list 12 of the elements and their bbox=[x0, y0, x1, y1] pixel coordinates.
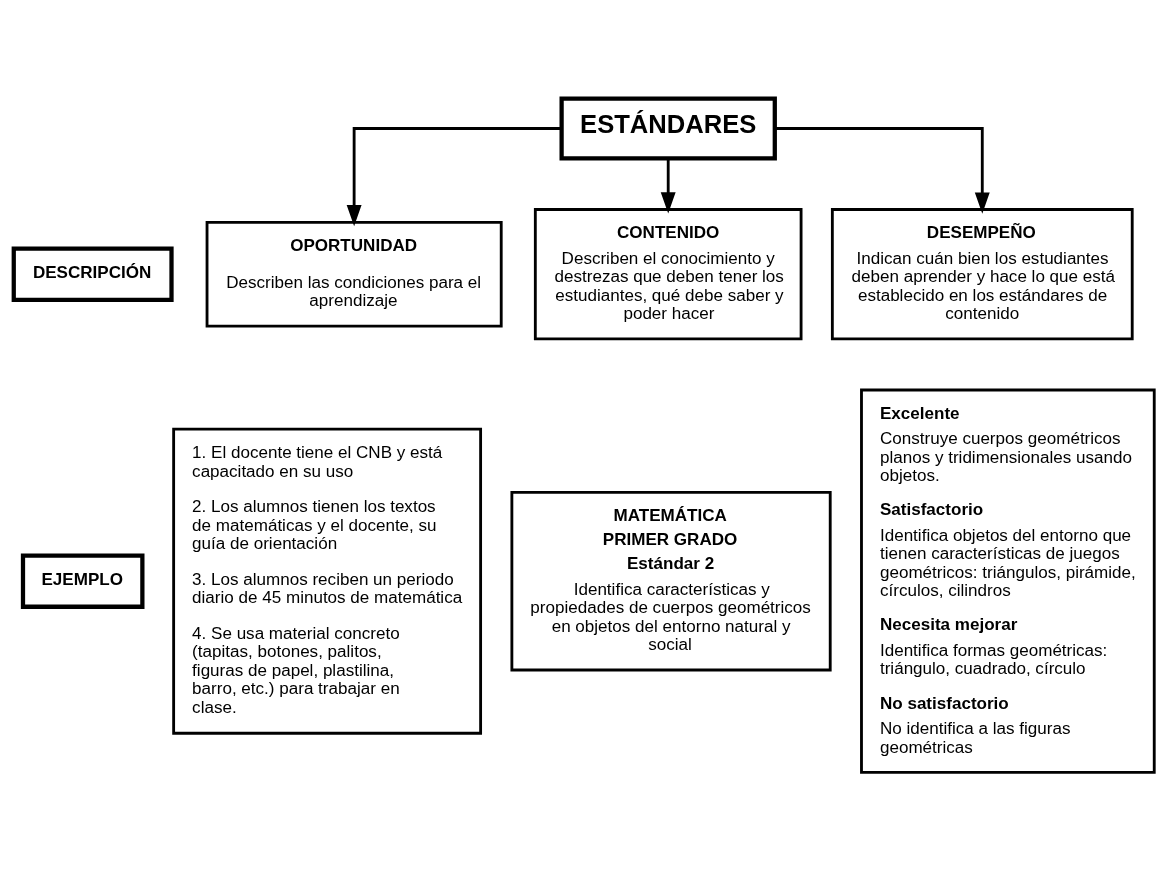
node-box: OPORTUNIDAD Describen las condiciones para el aprendizaje bbox=[205, 220, 503, 328]
node-box: CONTENIDO Describen el conocimiento y destrezas que deben tener los estudiantes, qué debe saber y poder hacer bbox=[533, 208, 803, 341]
node-box: ESTÁNDARES bbox=[559, 96, 777, 161]
node-box: DESCRIPCIÓN bbox=[11, 246, 174, 302]
arrow bbox=[775, 127, 990, 214]
node-box: MATEMÁTICA PRIMER GRADO Estándar 2 Identifica características y propiedades de cuerpos geométricos en objetos del entorno natural y social bbox=[510, 490, 832, 672]
arrow bbox=[346, 127, 562, 227]
arrow bbox=[660, 158, 676, 214]
node-box: EJEMPLO bbox=[20, 553, 145, 609]
node-box: Excelente Construye cuerpos geométricos planos y tridimensionales usando objetos. Satisfactorio Identifica objetos del entorno que tienen características de juegos geométricos: triángulos, pirámide, círculos, cilindros Necesita mejorar Identifica formas geométricas: triángulo, cuadrado, círculo No satisfactorio No identifica a las figuras geométricas bbox=[860, 388, 1156, 774]
node-box: 1. El docente tiene el CNB y está capacitado en su uso 2. Los alumnos tienen los textos de matemáticas y el docente, su guía de orientación 3. Los alumnos reciben un periodo diario de 45 minutos de matemática 4. Se usa material concreto (tapitas, botones, palitos, figuras de papel, plastilina, barro, etc.) para trabajar en clase. bbox=[172, 427, 483, 735]
node-box: DESEMPEÑO Indican cuán bien los estudiantes deben aprender y hace lo que está establecido en los estándares de contenido bbox=[830, 208, 1134, 341]
